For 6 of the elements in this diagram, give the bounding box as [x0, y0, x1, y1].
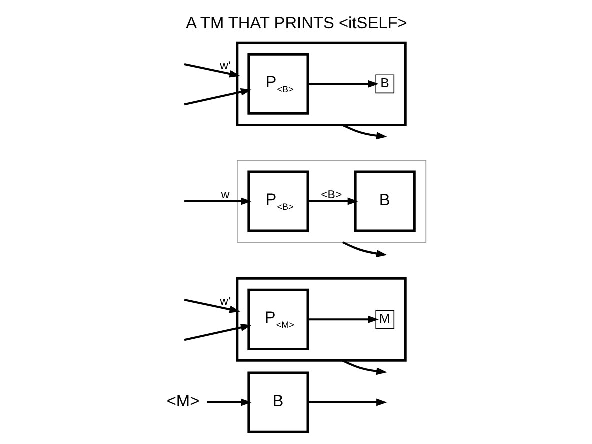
edge-label: w	[220, 189, 230, 202]
edge-label: <B>	[320, 189, 342, 202]
diagram-title: A TM THAT PRINTS <itSELF>	[186, 14, 407, 32]
node-text: <M>	[166, 392, 200, 411]
edge-label: w'	[220, 296, 230, 308]
edge-label: w'	[220, 60, 230, 73]
